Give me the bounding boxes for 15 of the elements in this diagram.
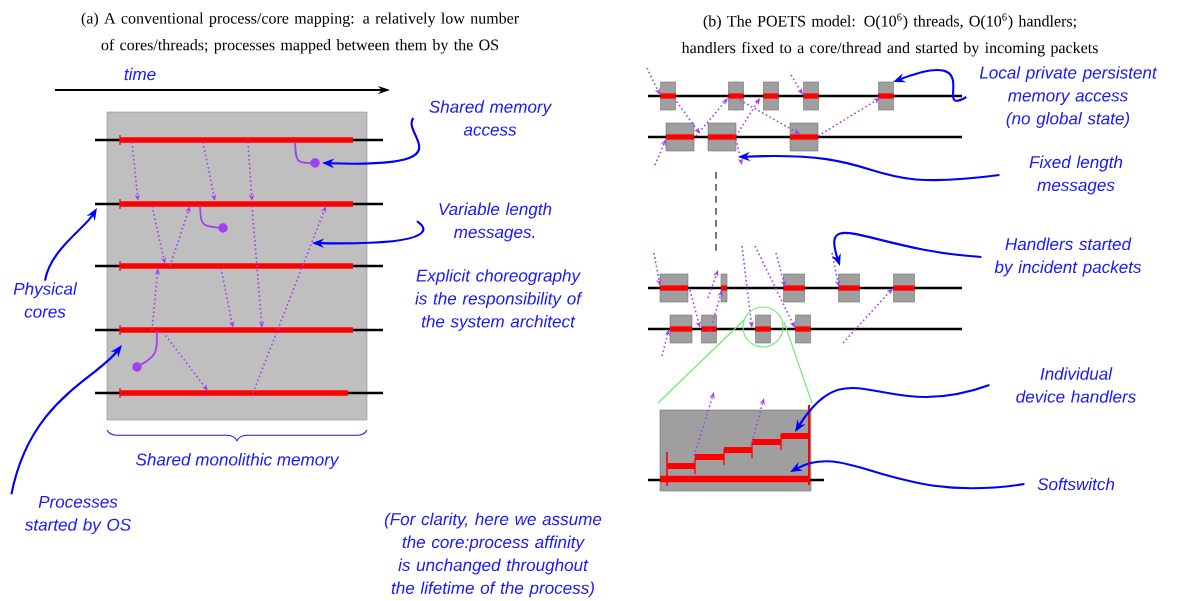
callout-text: Handlers started by incident packets [994, 237, 1142, 277]
callout-text: Individual device handlers [1016, 367, 1136, 403]
callout-text: Softswitch [1037, 477, 1115, 491]
callout-text: Physical cores [13, 282, 78, 318]
note-text: Explicit choreography is the responsibility of the system architect [415, 269, 583, 331]
memory-label: Shared monolithic memory [136, 453, 340, 469]
callout-text: Processes started by OS [24, 495, 131, 535]
callout-text: Variable length messages. [439, 202, 552, 242]
callout-text: Local private persistent memory access (no global state) [979, 66, 1158, 128]
time-label: time [124, 67, 156, 81]
caption: (b) The POETS model: O(10$^{6}$) threads, O(10$^{6}$) handlers; handlers fixed to a core/thread and started by incoming packets [681, 13, 1098, 57]
callout-text: Fixed length messages [1029, 155, 1123, 195]
note-text: (For clarity, here we assume the core:process affinity is unchanged throughout the lifetime of the process) [384, 512, 602, 598]
caption: (a) A conventional process/core mapping: a relatively low number of cores/threads; processes mapped between them by the OS [81, 12, 519, 54]
callout-text: Shared memory access [429, 100, 552, 136]
